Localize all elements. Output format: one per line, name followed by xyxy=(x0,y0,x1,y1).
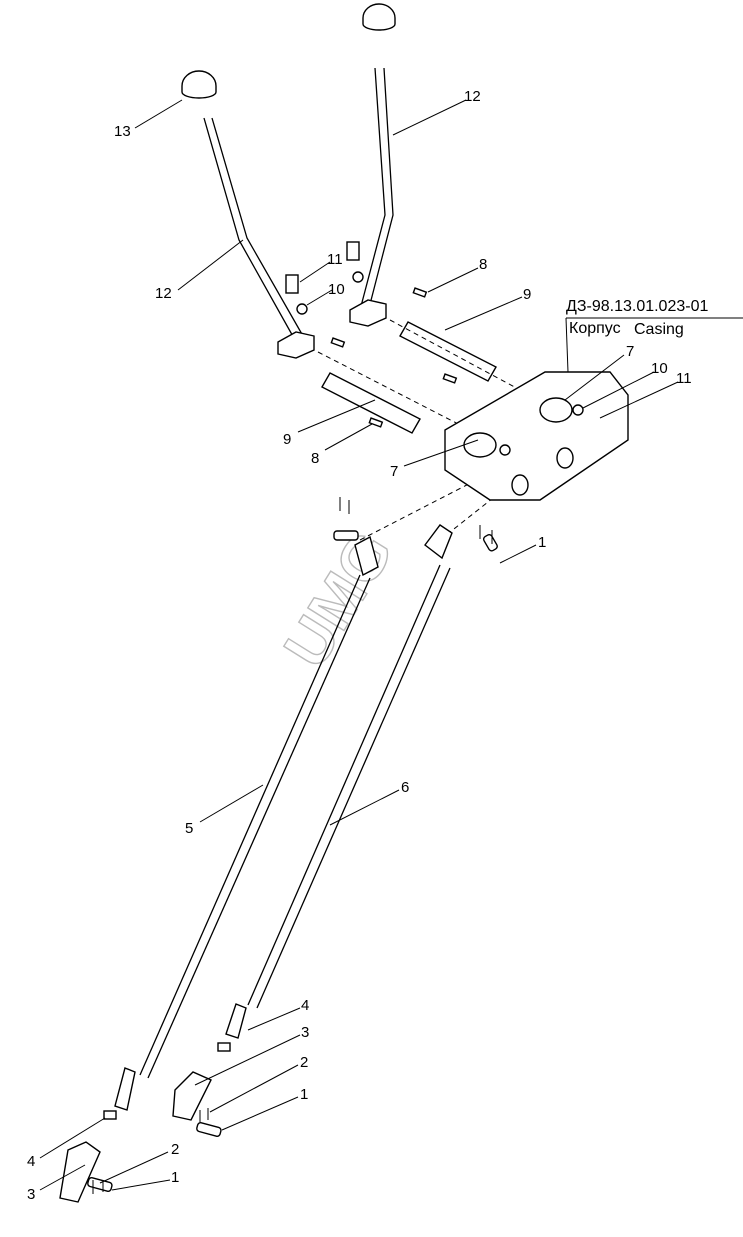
clevis-3 xyxy=(59,1141,101,1203)
callout: 3 xyxy=(301,1024,309,1041)
washer-10-right xyxy=(352,271,364,283)
callout: 2 xyxy=(171,1141,179,1158)
callout: 3 xyxy=(27,1186,35,1203)
callout: 5 xyxy=(185,820,193,837)
callout: 6 xyxy=(401,779,409,796)
rod-5 xyxy=(114,535,379,1111)
callout: 13 xyxy=(114,123,131,140)
callout: 7 xyxy=(626,343,634,360)
callout: 4 xyxy=(301,997,309,1014)
pin-1 xyxy=(196,1122,222,1137)
drawing-number: ДЗ-98.13.01.023-01 xyxy=(566,298,708,315)
pin-1 xyxy=(333,530,359,541)
key-8 xyxy=(412,287,428,298)
callout: 9 xyxy=(283,431,291,448)
callout: 1 xyxy=(538,534,546,551)
callout: 8 xyxy=(479,256,487,273)
callout: 8 xyxy=(311,450,319,467)
callout: 10 xyxy=(651,360,668,377)
callout: 9 xyxy=(523,286,531,303)
part-name-en: Casing xyxy=(634,321,684,338)
nut-4 xyxy=(217,1042,231,1052)
washer-10-left xyxy=(296,303,308,315)
bolt-11-right xyxy=(346,241,360,261)
part-name-ru: Корпус xyxy=(569,320,621,337)
callout: 1 xyxy=(171,1169,179,1186)
knob-left xyxy=(181,70,217,99)
shaft-9-lower xyxy=(321,372,421,434)
lever-left xyxy=(203,117,315,359)
lever-right xyxy=(349,67,394,327)
leader-lines xyxy=(39,99,743,1191)
watermark: UMG xyxy=(271,520,406,679)
key-8 xyxy=(330,337,346,348)
callout: 4 xyxy=(27,1153,35,1170)
clevis-3 xyxy=(172,1071,212,1121)
callout: 7 xyxy=(390,463,398,480)
key-8 xyxy=(442,373,458,384)
rod-6 xyxy=(225,524,453,1039)
callout: 12 xyxy=(464,88,481,105)
key-8 xyxy=(368,417,384,428)
cotter-pins-2 xyxy=(92,497,493,1194)
callout: 2 xyxy=(300,1054,308,1071)
bolt-11-left xyxy=(285,274,299,294)
callout: 12 xyxy=(155,285,172,302)
callout: 10 xyxy=(328,281,345,298)
knob-right xyxy=(362,3,396,31)
pin-1 xyxy=(482,533,498,552)
callout: 1 xyxy=(300,1086,308,1103)
pin-1 xyxy=(87,1177,113,1192)
casing xyxy=(444,371,629,501)
callout: 11 xyxy=(327,251,343,268)
callout: 11 xyxy=(676,370,692,387)
nut-4 xyxy=(103,1110,117,1120)
